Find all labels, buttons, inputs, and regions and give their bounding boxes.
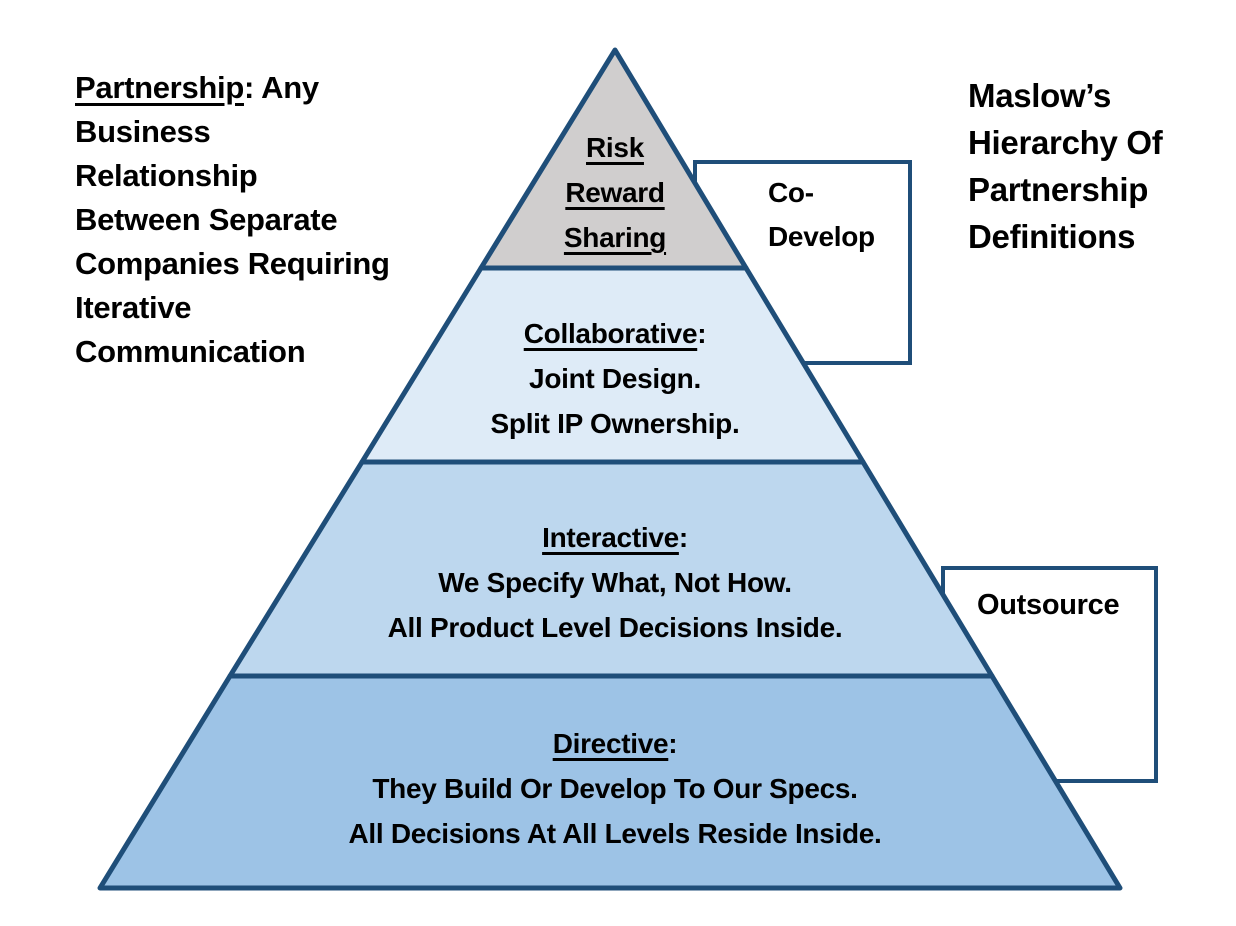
title-line: Definitions: [968, 218, 1136, 255]
co-develop-line: Develop: [768, 221, 875, 252]
tier-heading-line: Sharing: [563, 222, 667, 253]
co-develop-line: Co-: [768, 177, 814, 208]
tier-label-risk-reward-sharing: Risk Reward Sharing: [505, 125, 725, 260]
note-line: Iterative: [75, 290, 192, 325]
tier-body-line: We Specify What, Not How.: [438, 567, 792, 598]
title-line: Hierarchy Of: [968, 124, 1163, 161]
tier-heading: Collaborative:: [523, 318, 707, 349]
diagram-title: Maslow’s Hierarchy Of Partnership Defini…: [968, 72, 1228, 260]
note-line: Relationship: [75, 158, 258, 193]
tier-risk-reward-sharing-shape: [478, 47, 749, 271]
tier-label-collaborative: Collaborative: Joint Design. Split IP Ow…: [415, 311, 815, 446]
title-line: Maslow’s: [968, 77, 1112, 114]
tier-body-line: All Decisions At All Levels Reside Insid…: [348, 818, 882, 849]
note-line: Partnership: Any: [75, 66, 420, 110]
note-term-suffix: : Any: [243, 70, 319, 105]
tier-label-interactive: Interactive: We Specify What, Not How. A…: [355, 515, 875, 650]
title-line: Partnership: [968, 171, 1149, 208]
co-develop-label: Co- Develop: [768, 171, 908, 259]
tier-body-line: They Build Or Develop To Our Specs.: [372, 773, 858, 804]
tier-heading-line: Risk: [586, 132, 644, 163]
partnership-definition-note: Partnership: Any Business Relationship B…: [75, 66, 420, 374]
note-line: Between Separate: [75, 202, 338, 237]
tier-label-directive: Directive: They Build Or Develop To Our …: [295, 721, 935, 856]
tier-heading-line: Reward: [565, 177, 665, 208]
tier-body-line: Joint Design.: [529, 363, 701, 394]
note-line: Companies Requiring: [75, 246, 390, 281]
tier-heading: Interactive:: [542, 522, 688, 553]
tier-body-line: Split IP Ownership.: [490, 408, 740, 439]
tier-heading: Directive:: [552, 728, 678, 759]
note-term: Partnership: [75, 70, 244, 105]
note-line: Communication: [75, 334, 306, 369]
note-line: Business: [75, 114, 211, 149]
outsource-label: Outsource: [977, 589, 1120, 621]
tier-body-line: All Product Level Decisions Inside.: [387, 612, 843, 643]
